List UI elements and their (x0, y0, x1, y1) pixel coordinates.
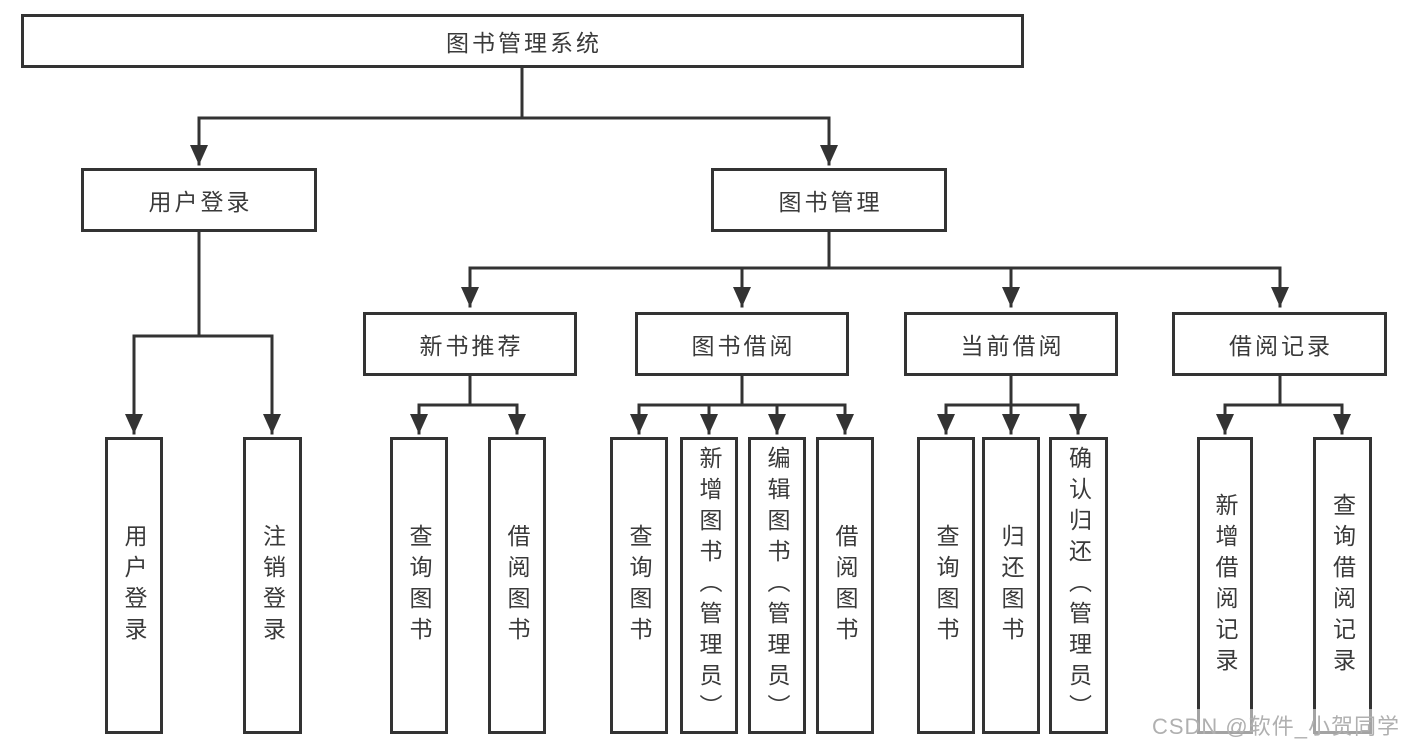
node-book-borrow-label: 图书借阅 (691, 333, 796, 359)
leaf-cb-return-book-label: 归还图书 (998, 523, 1024, 648)
node-root-system-label: 图书管理系统 (446, 30, 602, 56)
node-new-book-recommend-label: 新书推荐 (419, 333, 524, 359)
leaf-cb-confirm-return-admin: 确认归还（管理员） (1049, 437, 1108, 734)
leaf-bb-edit-book-admin: 编辑图书（管理员） (748, 437, 806, 734)
leaf-bb-edit-book-admin-label: 编辑图书（管理员） (764, 446, 790, 725)
node-borrow-record: 借阅记录 (1172, 312, 1387, 376)
leaf-br-query-record: 查询借阅记录 (1313, 437, 1372, 734)
leaf-user-login: 用户登录 (105, 437, 163, 734)
node-current-borrow-label: 当前借阅 (960, 333, 1065, 359)
leaf-nbr-query-book-label: 查询图书 (406, 523, 432, 648)
node-new-book-recommend: 新书推荐 (363, 312, 577, 376)
node-root-system: 图书管理系统 (21, 14, 1024, 68)
node-user-login: 用户登录 (81, 168, 317, 232)
leaf-bb-borrow-book: 借阅图书 (816, 437, 874, 734)
leaf-nbr-borrow-book-label: 借阅图书 (504, 523, 530, 648)
leaf-cb-confirm-return-admin-label: 确认归还（管理员） (1065, 446, 1092, 725)
leaf-cb-return-book: 归还图书 (982, 437, 1040, 734)
leaf-nbr-query-book: 查询图书 (390, 437, 448, 734)
leaf-bb-borrow-book-label: 借阅图书 (832, 523, 858, 648)
node-current-borrow: 当前借阅 (904, 312, 1118, 376)
leaf-bb-add-book-admin-label: 新增图书（管理员） (696, 446, 722, 725)
leaf-br-query-record-label: 查询借阅记录 (1329, 492, 1356, 679)
node-book-borrow: 图书借阅 (635, 312, 849, 376)
node-user-login-label: 用户登录 (148, 189, 253, 215)
leaf-nbr-borrow-book: 借阅图书 (488, 437, 546, 734)
node-book-management: 图书管理 (711, 168, 947, 232)
leaf-cb-query-book-label: 查询图书 (933, 523, 959, 648)
leaf-bb-query-book: 查询图书 (610, 437, 668, 734)
leaf-bb-add-book-admin: 新增图书（管理员） (680, 437, 738, 734)
leaf-br-add-record-label: 新增借阅记录 (1212, 492, 1238, 679)
leaf-br-add-record: 新增借阅记录 (1197, 437, 1253, 734)
csdn-watermark: CSDN @软件_小贺同学 (1149, 709, 1402, 741)
leaf-cb-query-book: 查询图书 (917, 437, 975, 734)
leaf-user-login-label: 用户登录 (121, 523, 147, 648)
node-borrow-record-label: 借阅记录 (1229, 333, 1333, 359)
node-book-management-label: 图书管理 (778, 189, 883, 215)
leaf-bb-query-book-label: 查询图书 (626, 523, 652, 648)
leaf-logout: 注销登录 (243, 437, 302, 734)
leaf-logout-label: 注销登录 (259, 523, 286, 648)
